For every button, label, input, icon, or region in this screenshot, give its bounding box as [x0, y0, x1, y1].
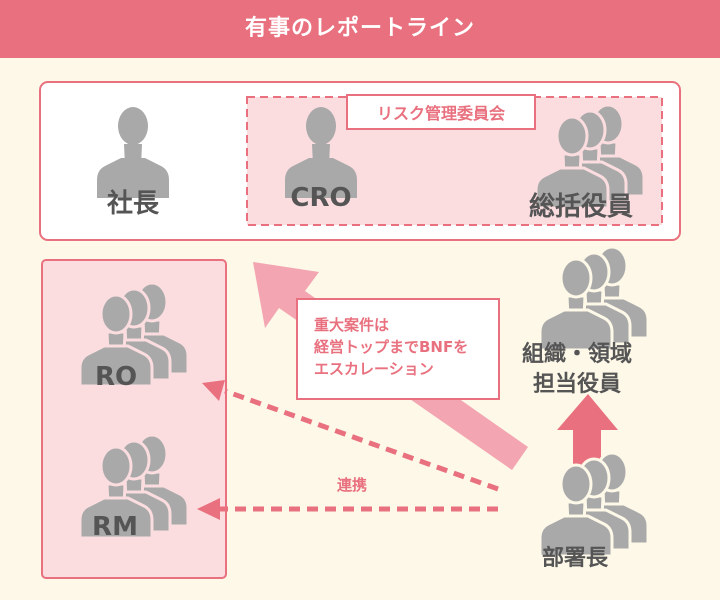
- dept-head-label: 部署長: [541, 546, 608, 571]
- general-officer-label: 総括役員: [528, 192, 633, 222]
- callout-line1: 重大案件は: [314, 316, 390, 334]
- upward-arrow: [557, 394, 618, 466]
- callout-line3: エスカレーション: [314, 360, 434, 378]
- president-label: 社長: [106, 189, 159, 219]
- org-officer-label-line2: 担当役員: [532, 372, 621, 397]
- org-officer-group-icon: [538, 245, 650, 352]
- escalation-callout: 重大案件は 経営トップまでBNFを エスカレーション: [296, 298, 500, 400]
- link-arrow-rm-head: [197, 498, 220, 520]
- org-officer-label-line1: 組織・領域: [521, 342, 632, 367]
- title-banner: [0, 0, 720, 58]
- callout-line2: 経営トップまでBNFを: [314, 338, 469, 356]
- ro-label: RO: [94, 362, 138, 392]
- cro-label: CRO: [290, 183, 352, 213]
- link-arrow-ro-head: [202, 380, 225, 401]
- rm-label: RM: [92, 512, 138, 542]
- page-title: 有事のレポートライン: [244, 16, 475, 41]
- link-label: 連携: [337, 476, 368, 494]
- risk-committee-title: リスク管理委員会: [346, 94, 536, 130]
- dept-head-group-icon: [538, 451, 650, 558]
- org-officer-label: 組織・領域 担当役員: [512, 340, 642, 400]
- link-arrow-ro-line: [224, 388, 499, 492]
